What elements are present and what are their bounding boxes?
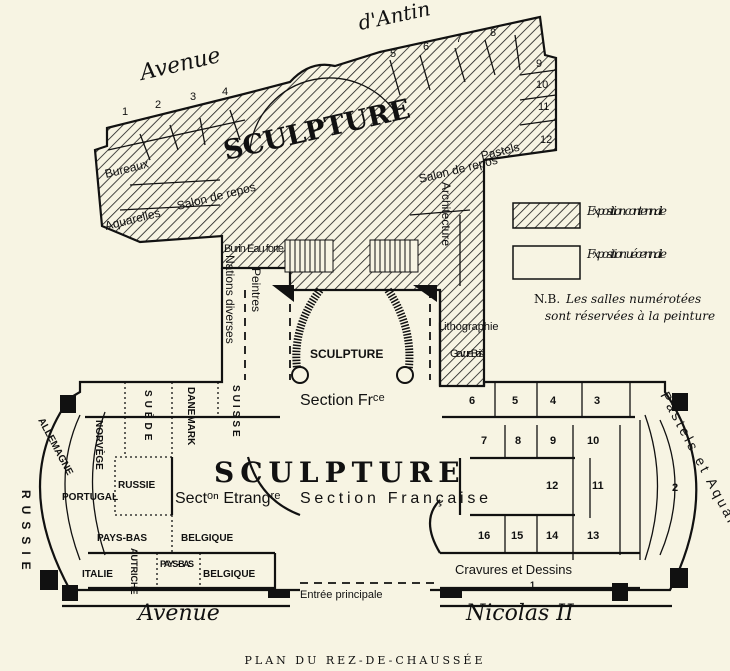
legend-swatch-centennale — [512, 202, 581, 229]
norvege-label: NORVÈGE — [93, 420, 106, 470]
room-7-upper: 7 — [456, 33, 462, 45]
plan-title: PLAN DU REZ-DE-CHAUSSÉE — [245, 653, 486, 667]
room-3: 3 — [594, 395, 600, 407]
room-2-upper: 2 — [155, 99, 161, 111]
cravures-dessins-label: Cravures et Dessins — [455, 562, 573, 577]
room-8-upper: 8 — [490, 27, 496, 39]
legend-note-line2: sont réservées à la peinture — [545, 309, 715, 323]
right-wing-labels: 6 5 4 3 7 8 9 10 12 11 16 15 14 13 Cravu… — [455, 389, 730, 590]
suede-label: SUÈDE — [142, 390, 155, 444]
room-7: 7 — [481, 435, 487, 447]
suisse-label: SUISSE — [230, 385, 241, 440]
room-12-upper: 12 — [540, 134, 552, 146]
room-6: 6 — [469, 395, 475, 407]
room-10-upper: 10 — [536, 79, 548, 91]
upper-room-lines — [107, 34, 557, 286]
sect-etrang-label: Sectᵒⁿ Etrangʳᵉ — [175, 490, 280, 507]
room-11-upper: 11 — [538, 101, 549, 113]
legend-note-line1: Les salles numérotées — [565, 292, 701, 306]
room-4: 4 — [550, 395, 557, 407]
room-1: 1 — [530, 580, 535, 590]
room-14: 14 — [546, 530, 559, 542]
legend-swatch-decennale — [512, 245, 581, 280]
danemark-label: DANEMARK — [185, 387, 196, 446]
room-10: 10 — [587, 435, 599, 447]
room-9-upper: 9 — [536, 58, 542, 70]
pastels-aquarelles-label: Pastels et Aquarelles — [657, 389, 730, 568]
lower-building-walls — [39, 268, 698, 608]
room-16: 16 — [478, 530, 490, 542]
room-6-upper: 6 — [423, 41, 429, 53]
street-avenue-bottom: Avenue — [136, 601, 220, 626]
lithographie-label: Lithographie — [438, 321, 499, 333]
room-8: 8 — [515, 435, 521, 447]
room-5-upper: 5 — [390, 48, 396, 60]
belgique-1-label: BELGIQUE — [181, 533, 234, 544]
legend-note-prefix: N.B. — [534, 292, 560, 306]
burin-label: Burin Eau forte — [224, 243, 284, 255]
street-avenue-top: Avenue — [136, 43, 223, 86]
street-antin: d'Antin — [356, 0, 432, 35]
room-12: 12 — [546, 480, 558, 492]
entree-label: Entrée principale — [300, 589, 383, 601]
sculpture-main-label: SCULPTURE — [214, 456, 466, 489]
street-nicolas: Nicolas II — [465, 601, 575, 626]
russie-label: RUSSIE — [118, 480, 156, 491]
peintres-label: Peintres — [249, 268, 263, 312]
pays-bas-2-label: PAYS-BAS — [160, 559, 194, 569]
belgique-2-label: BELGIQUE — [203, 569, 256, 580]
sculpture-center-label: SCULPTURE — [310, 347, 383, 361]
nations-label: Nations diverses — [223, 255, 237, 344]
room-9: 9 — [550, 435, 556, 447]
russie-arc-label: RUSSIE — [19, 490, 33, 577]
room-5: 5 — [512, 395, 518, 407]
room-11: 11 — [592, 480, 604, 492]
staircases — [272, 239, 437, 384]
section-francaise-label: Section Française — [300, 490, 488, 507]
legend-centennale-label: Exposition contennale — [586, 204, 667, 218]
architecture-label: Architecture — [439, 182, 453, 246]
room-15: 15 — [511, 530, 523, 542]
section-fr-label: Section Frᶜᵉ — [300, 392, 385, 409]
room-13: 13 — [587, 530, 599, 542]
pays-bas-1-label: PAYS-BAS — [97, 533, 147, 544]
room-4-upper: 4 — [222, 86, 228, 98]
room-1-upper: 1 — [122, 106, 128, 118]
autriche-label: AUTRICHE — [129, 548, 139, 595]
center-labels: Peintres Nations diverses SCULPTURE Sect… — [175, 255, 499, 601]
legend-decennale-label: Fxposition uécennale — [586, 247, 667, 261]
portugal-label: PORTUGAL — [62, 492, 118, 503]
room-3-upper: 3 — [190, 91, 196, 103]
room-2: 2 — [672, 482, 678, 494]
gravure-bois-label: Gravure Bois — [450, 348, 485, 360]
italie-label: ITALIE — [82, 569, 113, 580]
